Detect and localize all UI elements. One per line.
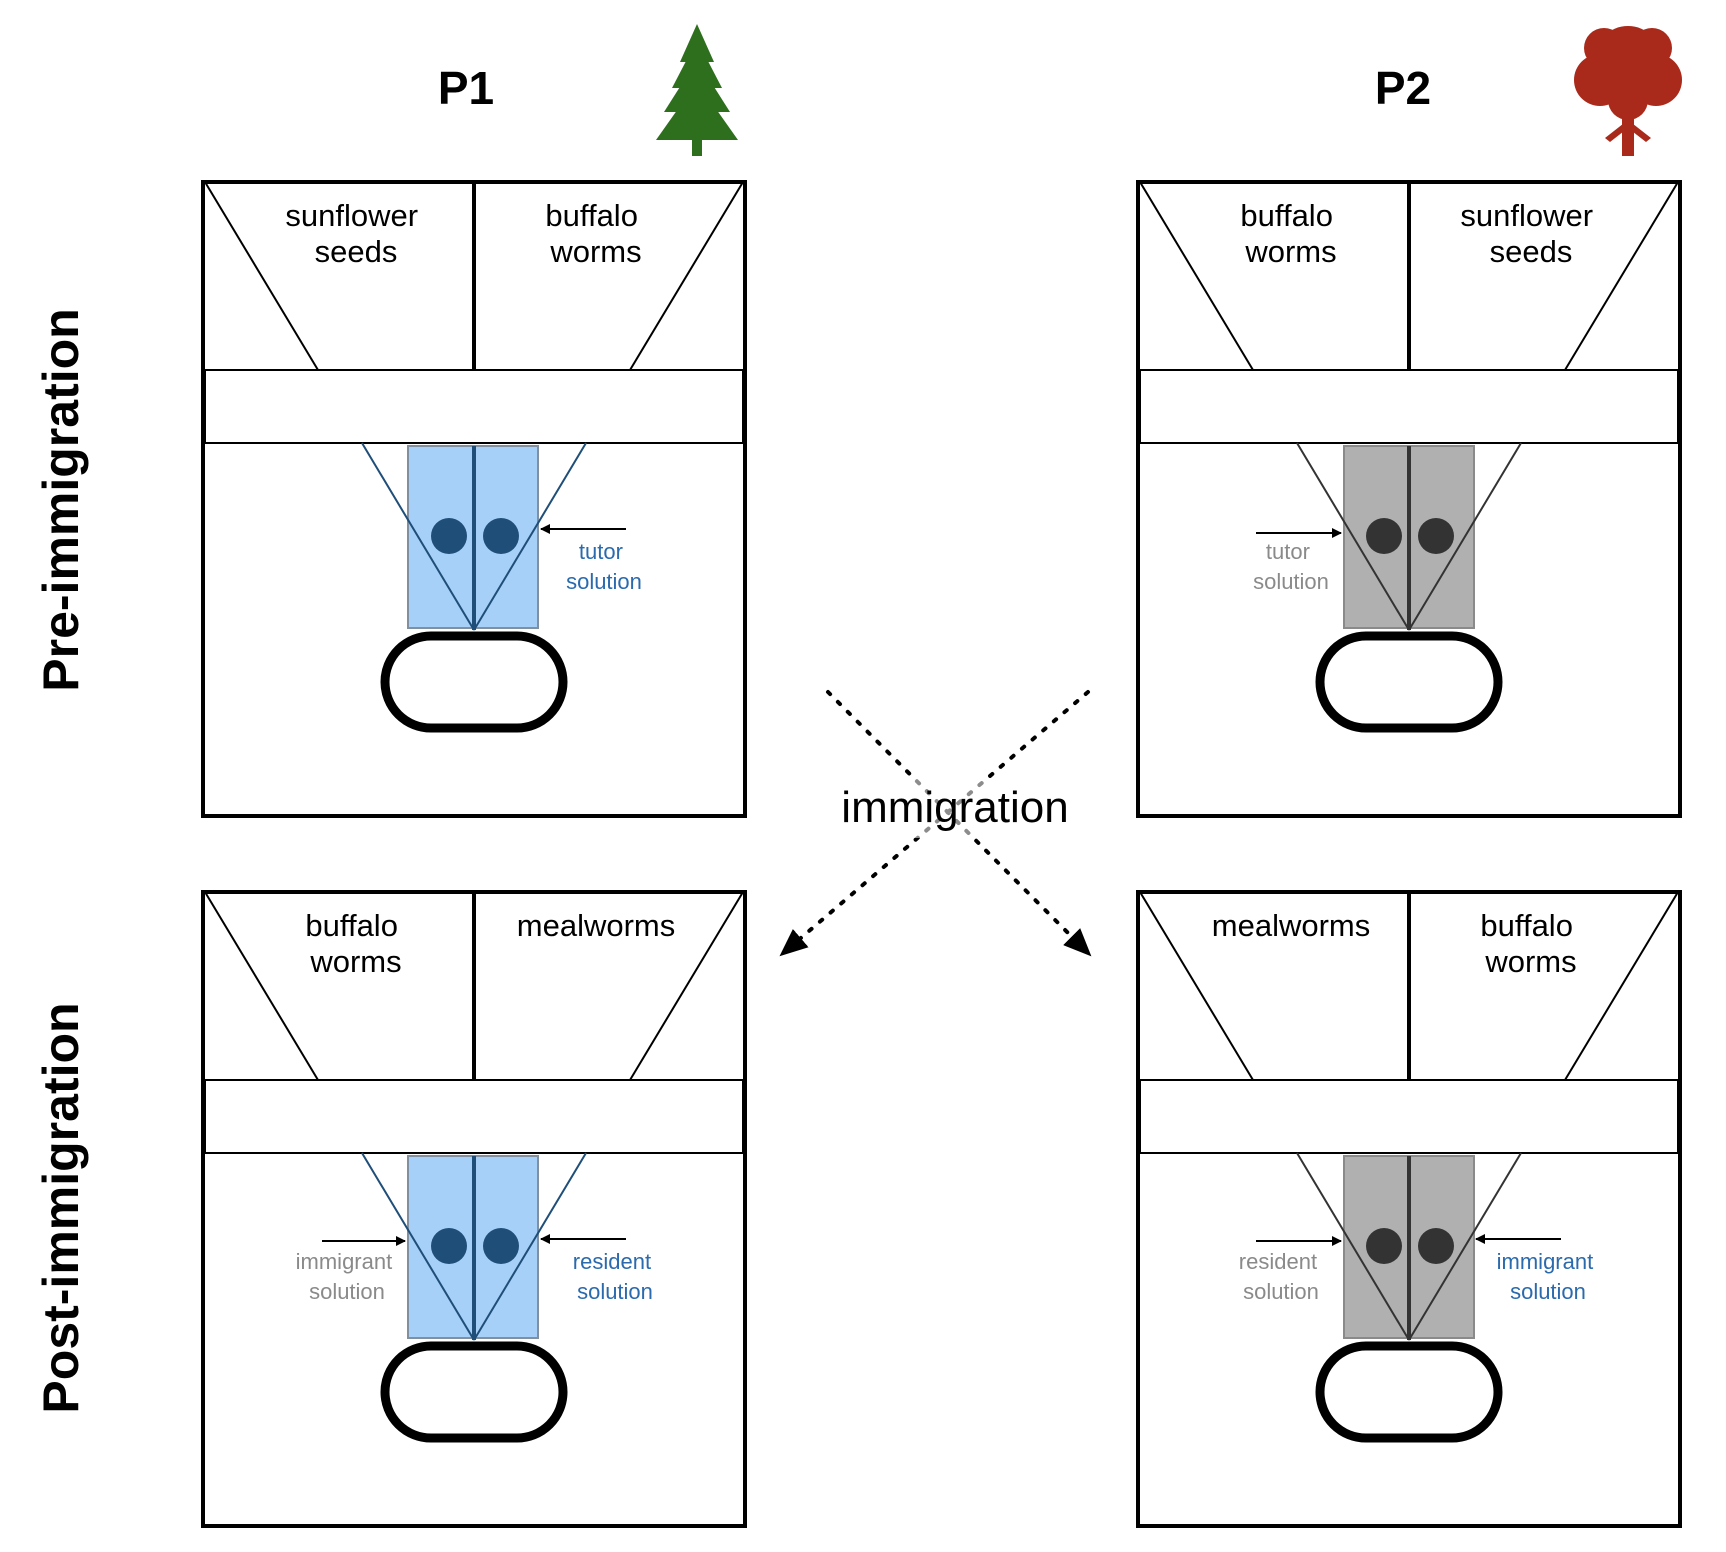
bird-dot-right (1418, 1228, 1454, 1264)
perch-ring (380, 1341, 568, 1443)
deciduous-tree-icon (1574, 26, 1682, 156)
food-left: sunflower seeds (285, 198, 426, 269)
bird-dot-left (431, 1228, 467, 1264)
immigration-label: immigration (841, 783, 1068, 832)
row-label-pre: Pre-immigration (33, 308, 89, 691)
perch-ring (1315, 1341, 1503, 1443)
note-left: resident solution (1239, 1249, 1323, 1304)
note-right: resident solution (573, 1249, 657, 1304)
panel-p2-post: mealworms buffalo worms resident solutio… (1136, 890, 1682, 1528)
perch-ring (380, 631, 568, 733)
perch-ring (1315, 631, 1503, 733)
food-left: buffalo worms (1240, 198, 1341, 269)
bird-dot-right (483, 518, 519, 554)
header-p2: P2 (1375, 62, 1431, 114)
food-right: buffalo worms (545, 198, 646, 269)
panel-p2-pre: buffalo worms sunflower seeds tutor solu… (1136, 180, 1682, 818)
bird-dot-right (483, 1228, 519, 1264)
bird-dot-left (1366, 1228, 1402, 1264)
food-right: sunflower seeds (1460, 198, 1601, 269)
pine-tree-icon (656, 24, 738, 156)
note-left: immigrant solution (296, 1249, 399, 1304)
food-left: buffalo worms (305, 908, 406, 979)
panel-p1-post: buffalo worms mealworms immigrant soluti… (201, 890, 747, 1528)
note-right: tutor solution (566, 539, 642, 594)
panel-p1-pre: sunflower seeds buffalo worms tutor solu… (201, 180, 747, 818)
note-right: immigrant solution (1497, 1249, 1600, 1304)
note-left: tutor solution (1253, 539, 1329, 594)
bird-dot-left (431, 518, 467, 554)
food-left: mealworms (1212, 908, 1370, 943)
food-right: mealworms (517, 908, 675, 943)
bird-dot-left (1366, 518, 1402, 554)
food-right: buffalo worms (1480, 908, 1581, 979)
bird-dot-right (1418, 518, 1454, 554)
row-label-post: Post-immigration (33, 1002, 89, 1413)
header-p1: P1 (438, 62, 494, 114)
